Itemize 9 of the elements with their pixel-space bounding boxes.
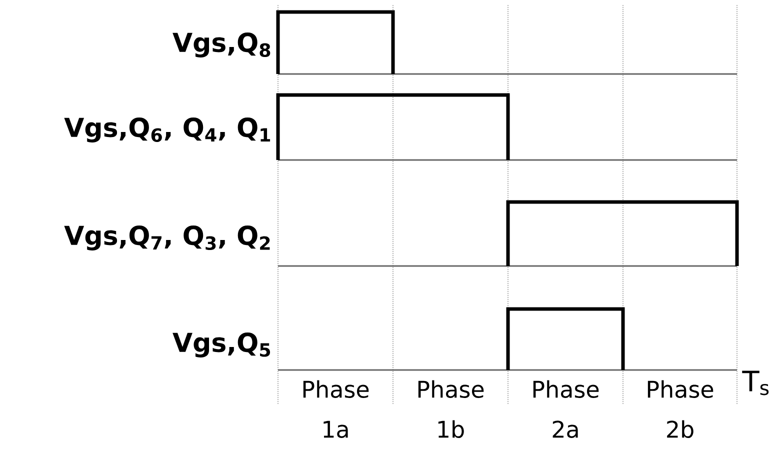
phase-label: Phase 1a [303, 380, 369, 438]
phase-label: Phase 1b [418, 380, 484, 438]
signal-label: Vgs,Q$_{7}$, Q$_{3}$, Q$_{2}$ [64, 226, 270, 250]
period-label: T$_{s}$ [742, 370, 769, 396]
phase-label: Phase 2b [648, 380, 714, 438]
signal-label: Vgs,Q$_{5}$ [172, 332, 270, 358]
phase-label: Phase 2a [533, 380, 599, 438]
signal-label: Vgs,Q$_{8}$ [172, 32, 270, 58]
signal-label: Vgs,Q$_{6}$, Q$_{4}$, Q$_{1}$ [64, 118, 270, 142]
